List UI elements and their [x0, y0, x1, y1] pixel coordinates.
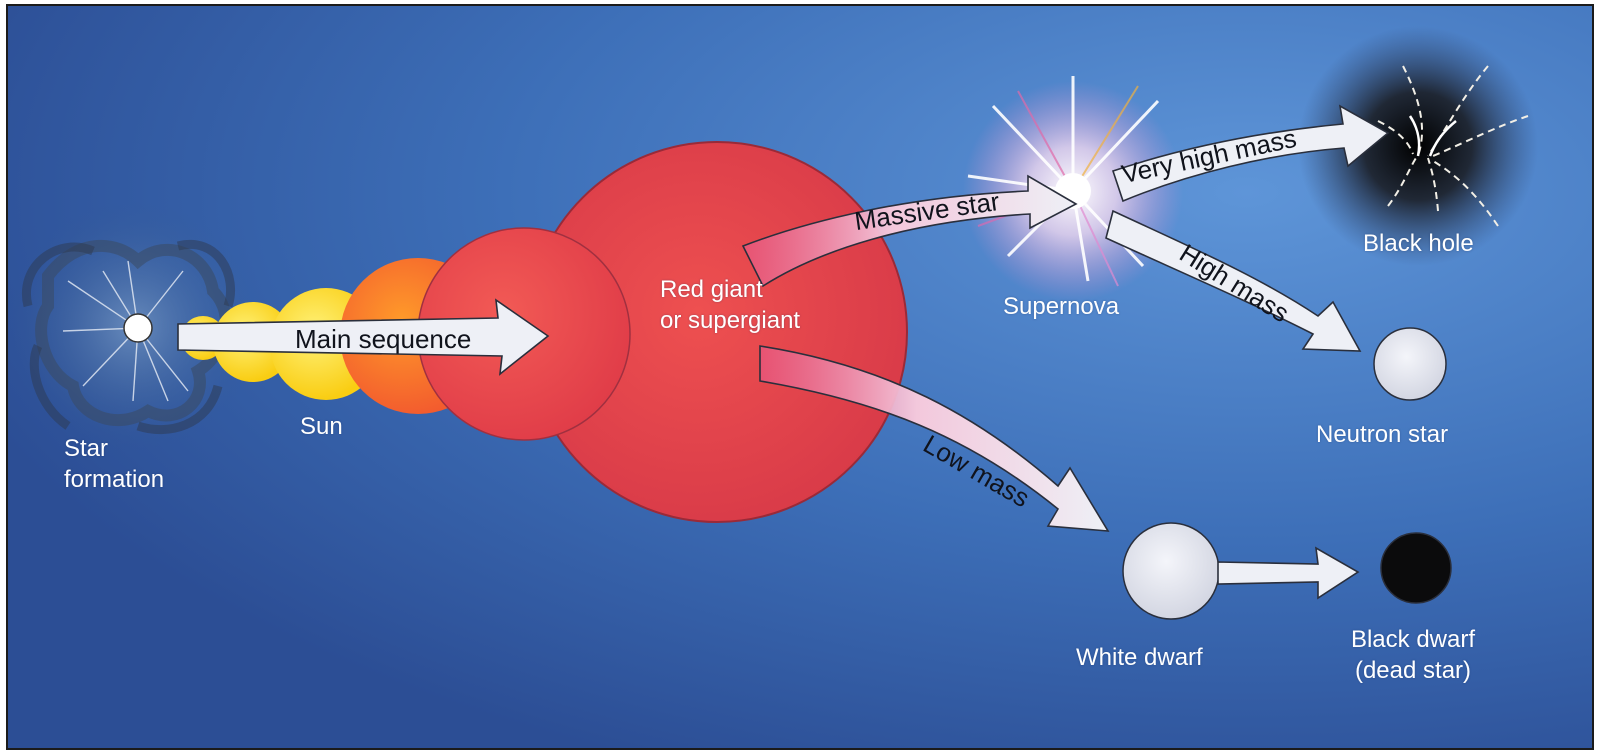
- arrow-massive-star: [741, 174, 1078, 288]
- neutron-star-label: Neutron star: [1316, 421, 1449, 448]
- arrow-cooling: [1217, 546, 1360, 600]
- supernova-label: Supernova: [1003, 293, 1120, 320]
- arrow-very-high-mass: [1111, 104, 1390, 203]
- white-dwarf-circle: [1122, 522, 1220, 620]
- diagram-artwork: [8, 6, 1592, 748]
- star-formation-label: Star formation: [64, 435, 165, 493]
- star-life-cycle-diagram: Main sequence Massive star Very high mas…: [6, 4, 1594, 750]
- protostar: [123, 313, 153, 343]
- neutron-star-circle: [1373, 327, 1447, 401]
- arrow-main-sequence: [177, 298, 550, 376]
- main-sequence-label: Main sequence: [295, 324, 472, 354]
- arrow-high-mass: [1105, 209, 1362, 352]
- white-dwarf-label: White dwarf: [1076, 644, 1203, 671]
- sun-label: Sun: [300, 413, 343, 440]
- black-hole-label: Black hole: [1363, 230, 1474, 257]
- black-hole-solid-lines: [1408, 115, 1457, 157]
- arrow-low-mass: [759, 345, 1110, 532]
- black-dwarf-circle: [1380, 532, 1452, 604]
- black-dwarf-label: Black dwarf (dead star): [1350, 626, 1476, 684]
- red-giant-label: Red giant or supergiant: [660, 276, 801, 334]
